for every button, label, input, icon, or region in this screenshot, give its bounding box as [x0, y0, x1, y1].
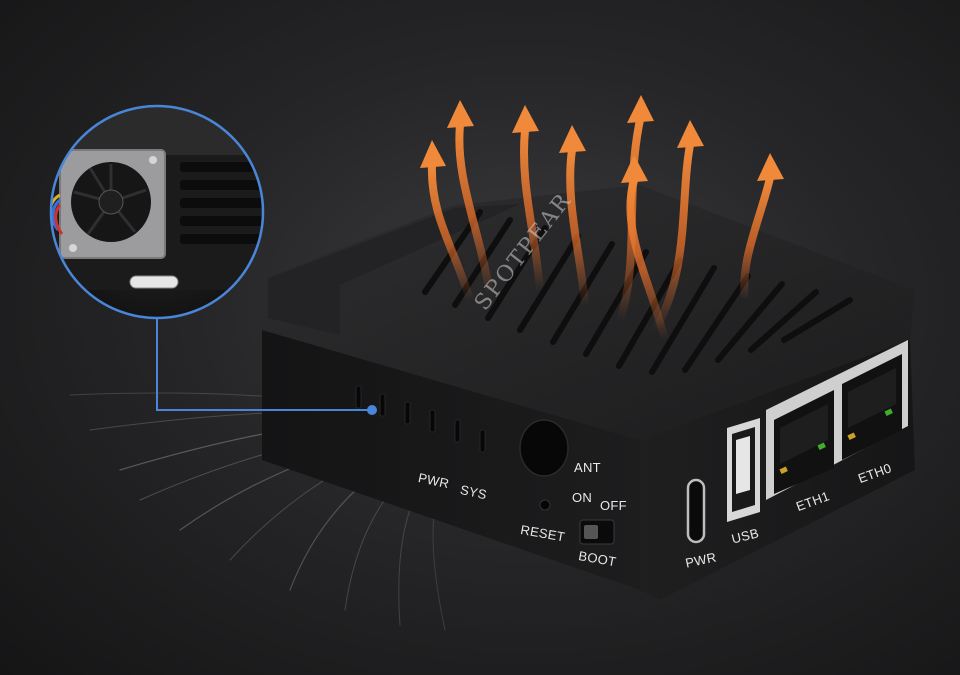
cooling-fan-icon [59, 149, 166, 259]
callout-dot [367, 405, 377, 415]
usb-c-port [686, 478, 706, 544]
off-label: OFF [600, 498, 627, 513]
reset-pinhole [539, 499, 551, 511]
on-label: ON [572, 490, 593, 505]
usb-a-port [727, 418, 760, 522]
ethernet-ports [766, 340, 908, 500]
antenna-connector [519, 419, 569, 477]
boot-switch [579, 519, 615, 545]
vent-slots [355, 385, 486, 453]
callout-line [156, 318, 372, 411]
fan-zoom-callout [49, 104, 265, 320]
ant-label: ANT [574, 460, 601, 475]
heat-flow-arrow-icon [427, 116, 774, 344]
heat-arrow-heads [420, 95, 784, 183]
